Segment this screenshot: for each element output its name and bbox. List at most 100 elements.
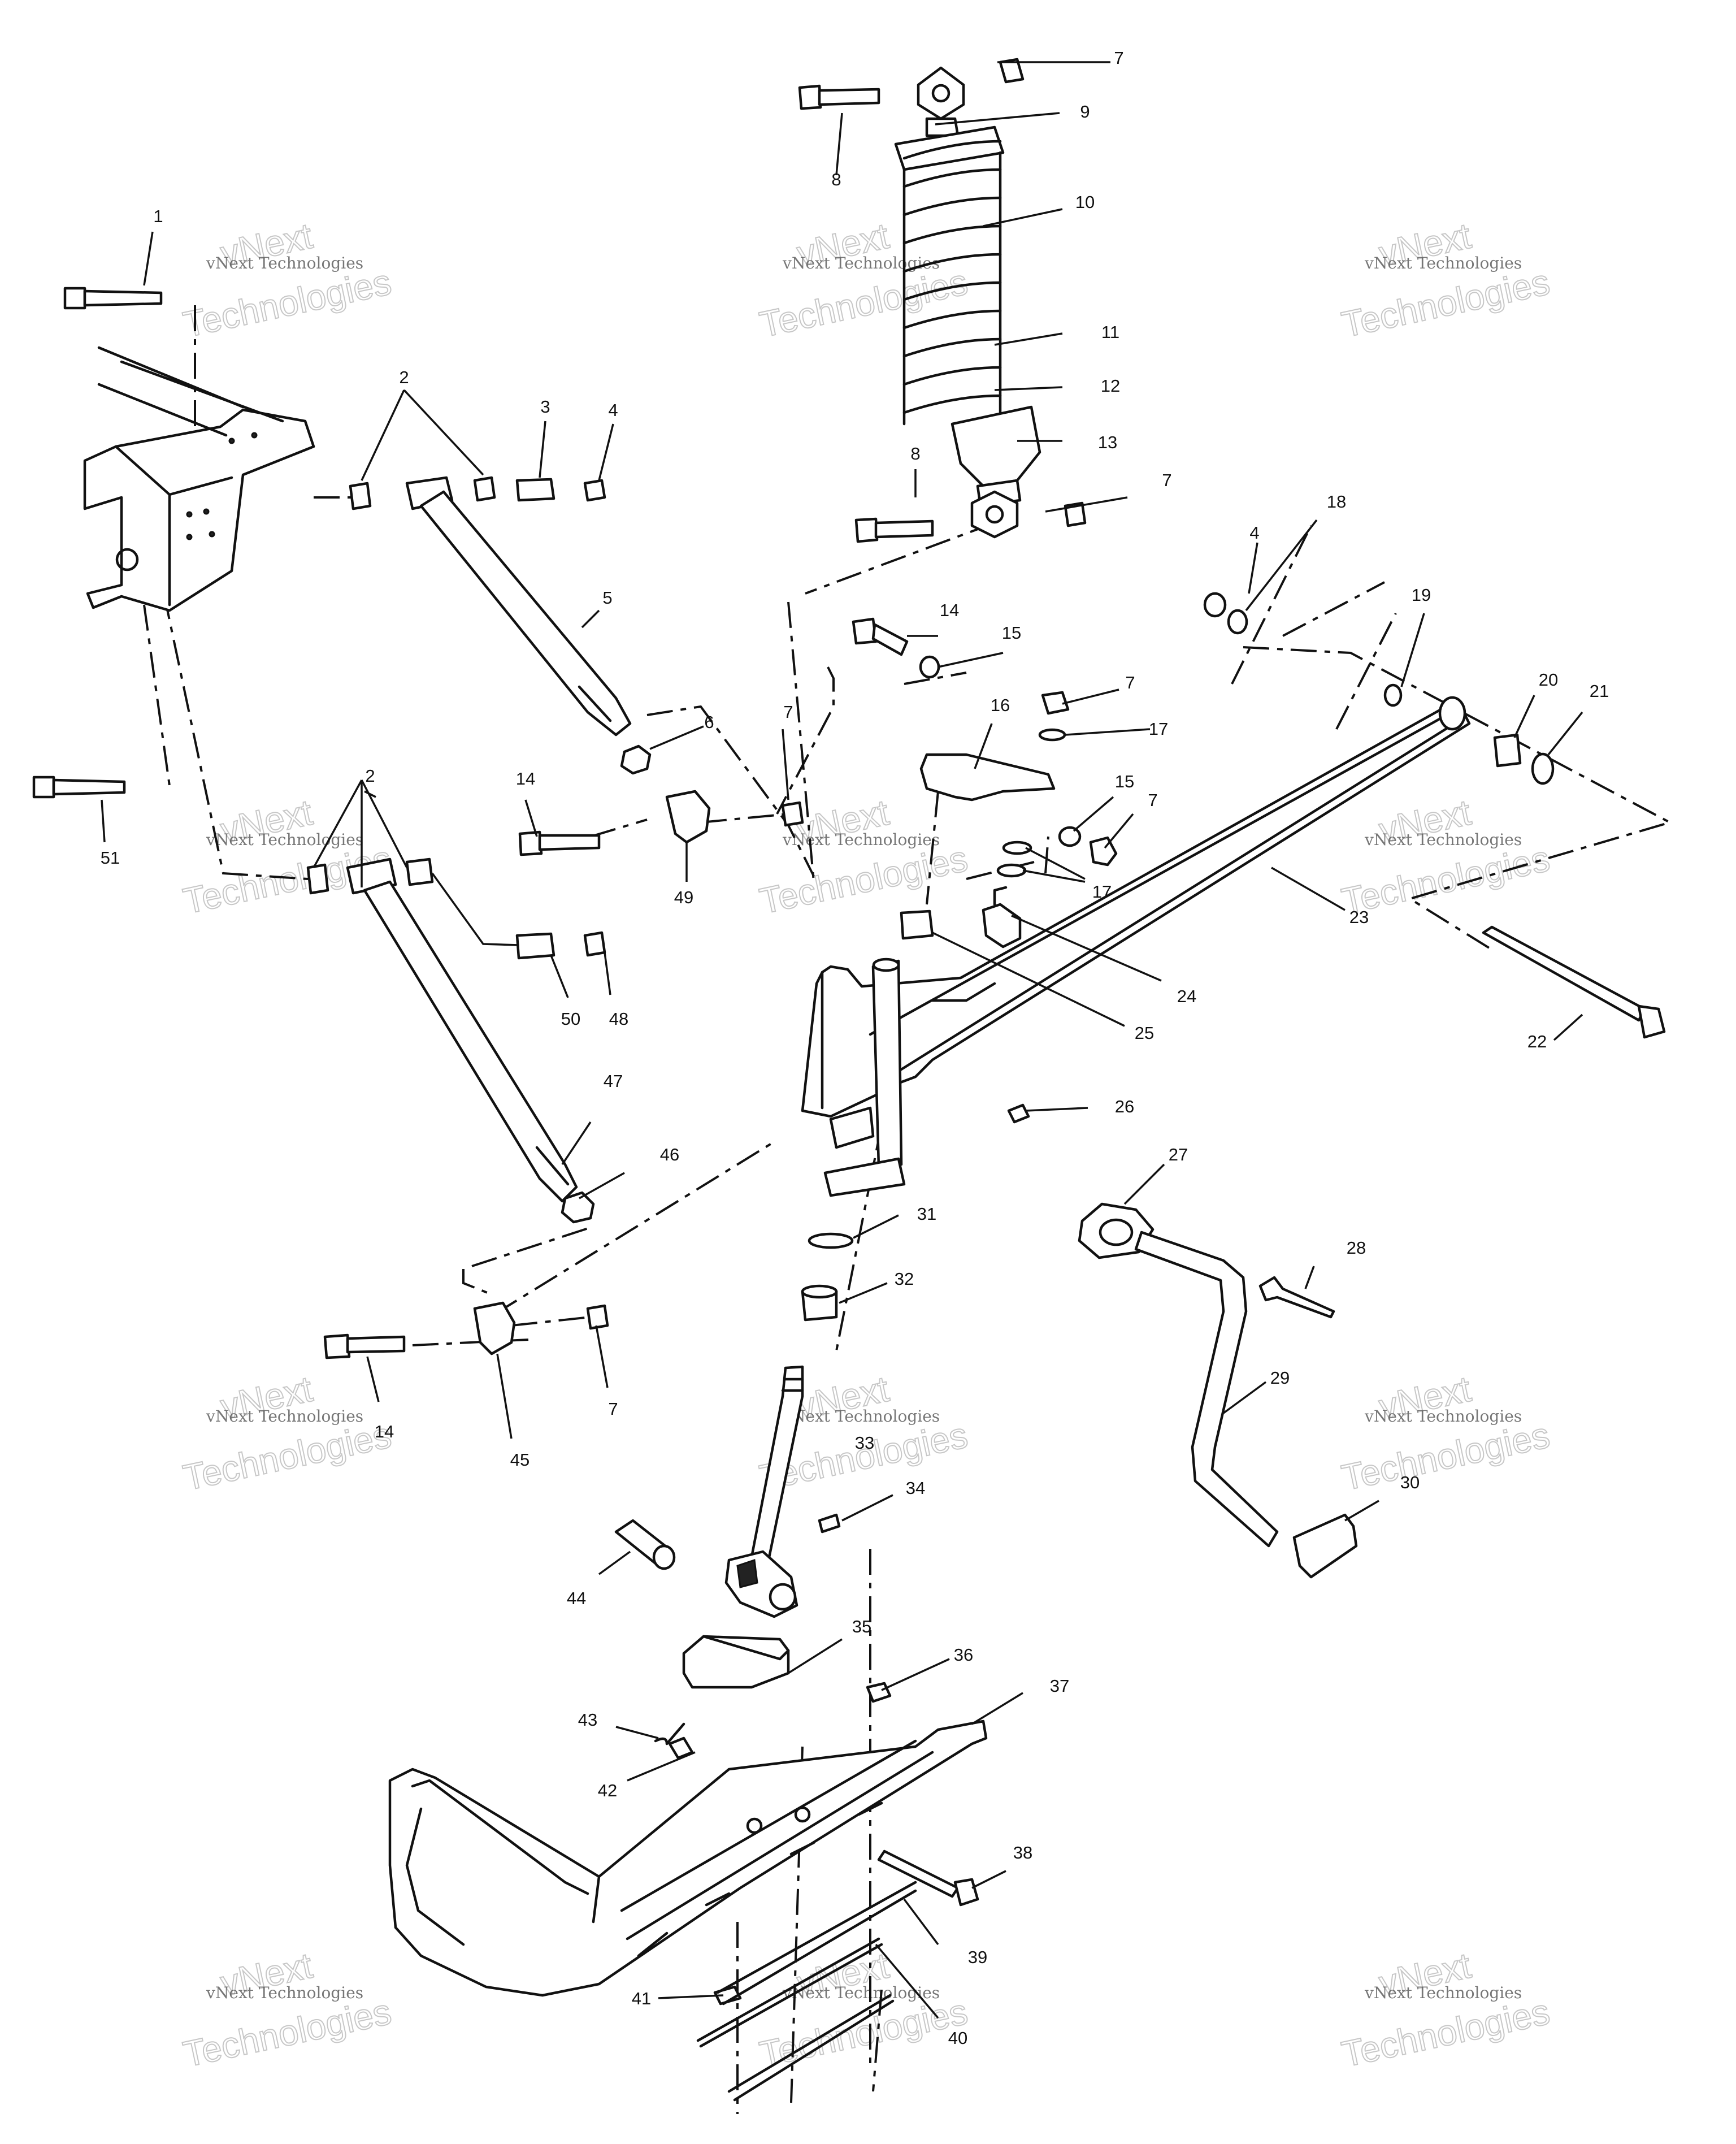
watermark-company: vNext Technologies — [206, 1983, 363, 2002]
callout-23: 23 — [1349, 907, 1369, 927]
callout-11: 11 — [1101, 322, 1119, 342]
callout-16: 16 — [991, 695, 1010, 715]
nut-7a — [999, 58, 1025, 84]
callout-9: 9 — [1080, 102, 1090, 122]
washer-15b — [1058, 826, 1082, 847]
callout-4: 4 — [1249, 523, 1259, 543]
watermark-company: vNext Technologies — [1364, 1983, 1522, 2002]
callout-8: 8 — [831, 170, 841, 189]
callout-29: 29 — [1270, 1368, 1290, 1388]
bolt-8b — [854, 517, 934, 543]
watermark-outline-company: Technologies — [180, 1414, 394, 1498]
nut-7b — [1064, 501, 1087, 527]
callout-13: 13 — [1098, 432, 1117, 452]
nut-7e — [586, 1304, 609, 1330]
callout-18: 18 — [1327, 492, 1346, 512]
callout-20: 20 — [1539, 670, 1558, 690]
nut-7f — [1089, 836, 1118, 867]
bolt-51 — [32, 776, 126, 799]
watermark: vNext vNext Technologies Technologies — [179, 1368, 395, 1499]
washer-17b — [1002, 841, 1032, 855]
callout-10: 10 — [1075, 192, 1095, 212]
upper-a-arm — [349, 476, 632, 737]
watermark-company: vNext Technologies — [782, 830, 940, 849]
watermark-outline-company: Technologies — [1338, 1414, 1553, 1498]
callout-48: 48 — [609, 1009, 628, 1029]
callout-12: 12 — [1101, 376, 1120, 396]
ring-31 — [808, 1232, 854, 1249]
assembly-lines — [143, 305, 1673, 2114]
watermark-company: vNext Technologies — [782, 1407, 940, 1426]
watermark: vNext vNext Technologies Technologies — [1338, 791, 1553, 922]
callout-2: 2 — [365, 766, 375, 786]
washer-19 — [1383, 683, 1403, 707]
watermark-outline-company: Technologies — [756, 261, 971, 345]
bolt-8a — [798, 84, 880, 110]
callout-41: 41 — [632, 1989, 651, 2008]
callout-37: 37 — [1050, 1676, 1069, 1696]
bolt-14b — [518, 830, 601, 856]
trailing-arm-23 — [801, 696, 1471, 1197]
spindle-33 — [724, 1365, 804, 1618]
ball-joint-45 — [473, 1301, 516, 1355]
watermark: vNext vNext Technologies Technologies — [179, 1944, 395, 2076]
bracket-16 — [919, 753, 1056, 802]
lower-a-arm — [306, 857, 578, 1203]
watermark-outline-company: Technologies — [180, 261, 394, 345]
callout-17: 17 — [1092, 882, 1112, 902]
callout-33: 33 — [855, 1433, 874, 1453]
callout-43: 43 — [578, 1710, 597, 1730]
watermark-company: vNext Technologies — [206, 830, 363, 849]
bolt-38 — [877, 1850, 979, 1907]
callout-4: 4 — [608, 400, 618, 420]
watermark-company: vNext Technologies — [1364, 1407, 1522, 1426]
watermark: vNext vNext Technologies Technologies — [179, 215, 395, 346]
watermark-company: vNext Technologies — [1364, 830, 1522, 849]
watermark-company: vNext Technologies — [206, 254, 363, 272]
ball-joint-49 — [665, 790, 711, 844]
callout-42: 42 — [598, 1781, 617, 1800]
stud-24 — [982, 903, 1022, 948]
watermark-company: vNext Technologies — [1364, 254, 1522, 272]
nut-36 — [866, 1682, 892, 1703]
washer-15a — [919, 655, 940, 679]
wear-block-35 — [682, 1635, 790, 1689]
nut-7d — [1041, 691, 1070, 715]
callout-14: 14 — [940, 600, 959, 620]
watermark-outline-company: Technologies — [756, 1991, 971, 2074]
callout-35: 35 — [852, 1617, 871, 1636]
leader-lines — [101, 61, 1583, 2019]
callout-14: 14 — [516, 769, 535, 789]
callout-15: 15 — [1002, 623, 1021, 643]
callout-7: 7 — [1148, 790, 1157, 810]
chassis-bracket — [83, 346, 315, 612]
watermark: vNext vNext Technologies Technologies — [1338, 1944, 1553, 2076]
watermark-outline-company: Technologies — [1338, 261, 1553, 345]
shock-absorber — [894, 66, 1041, 539]
callout-31: 31 — [917, 1204, 936, 1224]
parts — [32, 58, 1666, 2102]
callout-46: 46 — [660, 1145, 679, 1164]
wear-bar-39 — [716, 1881, 917, 1994]
callout-14: 14 — [375, 1422, 394, 1441]
callout-7: 7 — [1162, 470, 1171, 490]
bushing-20 — [1493, 733, 1522, 768]
callout-51: 51 — [101, 848, 120, 868]
bolt-14a — [852, 617, 909, 656]
watermark-outline-company: Technologies — [180, 1991, 394, 2074]
callout-40: 40 — [948, 2028, 967, 2048]
clamp-30 — [1292, 1513, 1358, 1579]
callout-34: 34 — [906, 1478, 925, 1498]
callout-3: 3 — [540, 397, 550, 417]
callout-50: 50 — [561, 1009, 580, 1029]
grease-fitting-34 — [818, 1513, 841, 1534]
callout-39: 39 — [968, 1947, 987, 1967]
callout-15: 15 — [1115, 772, 1134, 791]
watermark-outline-company: Technologies — [1338, 1991, 1553, 2074]
pin-28 — [1258, 1276, 1335, 1319]
cotter-pin-43 — [654, 1722, 685, 1745]
watermark-outline-company: Technologies — [1338, 838, 1553, 921]
callout-27: 27 — [1169, 1145, 1188, 1164]
watermark: vNext vNext Technologies Technologies — [1338, 215, 1553, 346]
